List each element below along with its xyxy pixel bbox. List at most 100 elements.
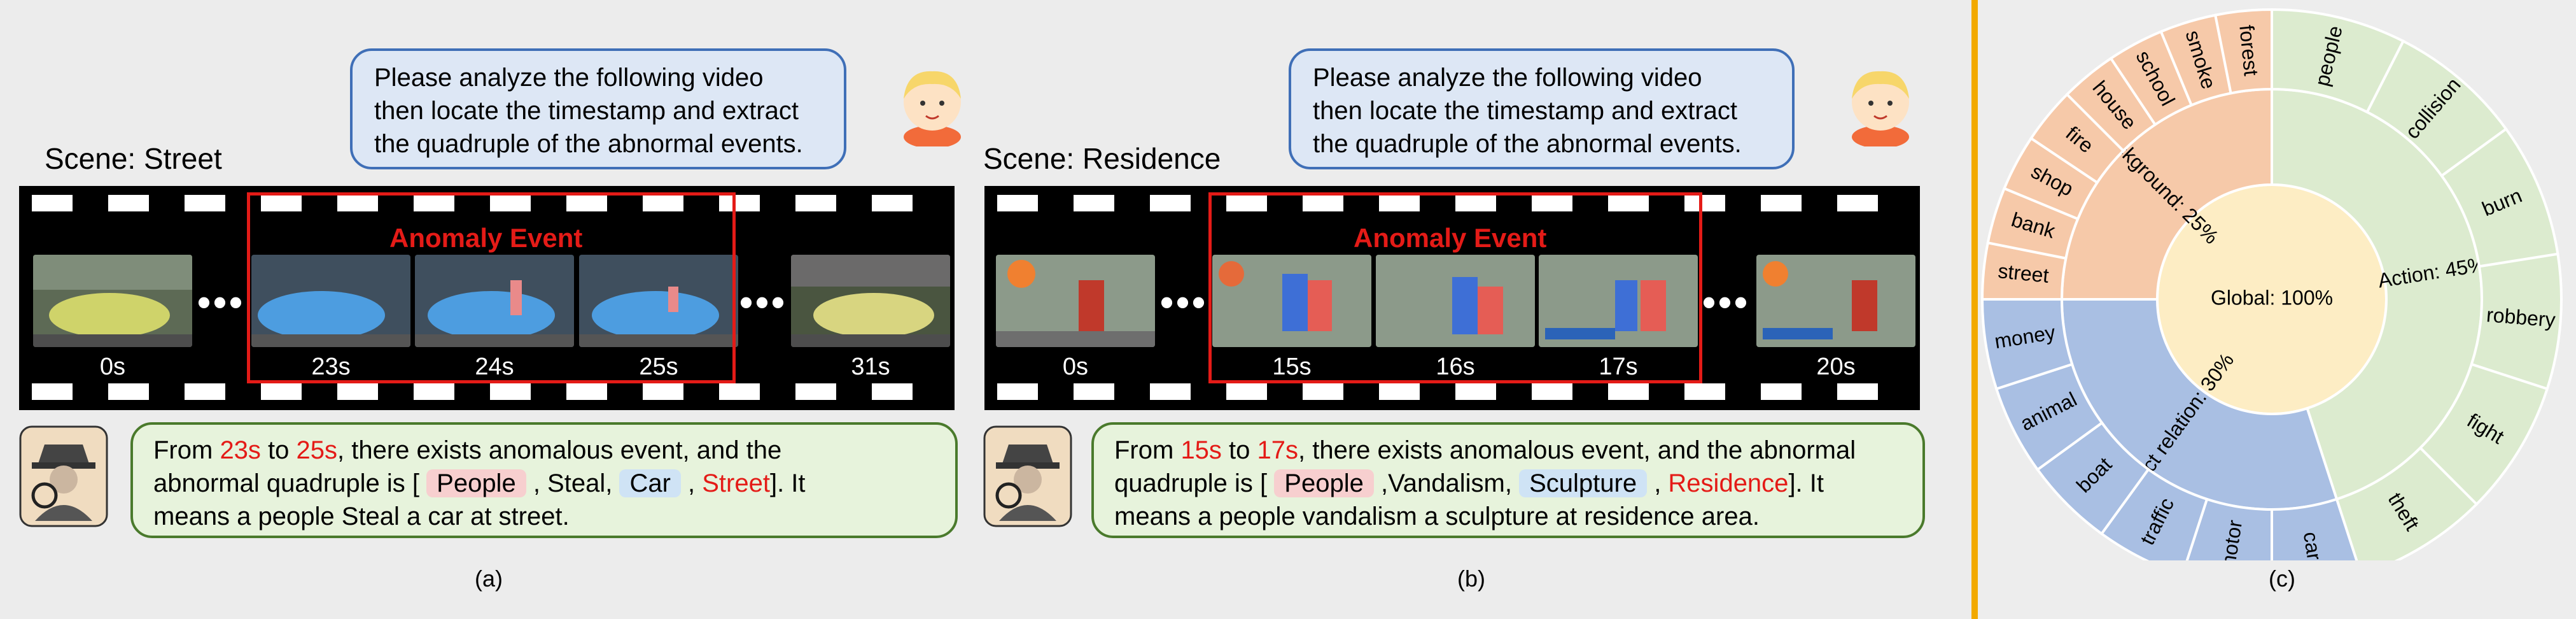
sprocket-hole xyxy=(997,195,1038,211)
sprocket-hole xyxy=(1532,195,1572,211)
answer-line-1: From 23s to 25s, there exists anomalous … xyxy=(153,434,935,467)
user-avatar-icon xyxy=(904,71,961,146)
scene-tag: Street xyxy=(702,469,770,497)
sprocket-hole xyxy=(1608,383,1649,400)
center-label: Global: 100% xyxy=(2211,286,2333,309)
caption: (c) xyxy=(2269,566,2295,592)
timestamp: 25s xyxy=(639,353,678,380)
sprocket-hole xyxy=(1150,383,1191,400)
answer-text: to xyxy=(1221,436,1257,464)
sunburst-chart: Global: 100%Action: 45%peoplecollisionbu… xyxy=(1980,8,2563,560)
video-frame xyxy=(1212,255,1371,347)
answer-text: abnormal quadruple is [ xyxy=(153,469,427,497)
query-line: the quadruple of the abnormal events. xyxy=(1313,130,1742,158)
sprocket-hole xyxy=(1532,383,1572,400)
leaf-segment xyxy=(2271,497,2358,560)
sprocket-hole xyxy=(643,383,683,400)
video-frame xyxy=(33,255,192,347)
answer-text: ]. It xyxy=(1788,469,1824,497)
sprocket-hole xyxy=(414,195,454,211)
sprocket-hole xyxy=(337,195,378,211)
timestamp: 31s xyxy=(851,353,890,380)
video-frame xyxy=(996,255,1155,347)
subject-tag: People xyxy=(426,469,526,497)
object-tag: Sculpture xyxy=(1519,469,1648,497)
sprocket-hole xyxy=(1608,195,1649,211)
answer-text: quadruple is [ xyxy=(1114,469,1275,497)
sprocket-hole xyxy=(490,195,531,211)
leaf-label: car xyxy=(2299,530,2327,560)
sprocket-hole xyxy=(1150,195,1191,211)
sprocket-hole xyxy=(719,383,760,400)
sprocket-hole xyxy=(566,383,607,400)
video-frame xyxy=(1756,255,1915,347)
leaf-segment xyxy=(2213,8,2273,95)
sprocket-hole xyxy=(1226,195,1267,211)
subject-tag: People xyxy=(1274,469,1374,497)
sprocket-hole xyxy=(1379,195,1420,211)
answer-text: , there exists anomalous event, and the xyxy=(337,436,782,464)
sprocket-hole xyxy=(185,383,225,400)
sprocket-hole xyxy=(872,195,913,211)
leaf-label: street xyxy=(1997,259,2050,287)
timestamp: 17s xyxy=(1599,353,1638,380)
sprocket-hole xyxy=(1455,383,1496,400)
video-frame xyxy=(415,255,574,347)
sprocket-hole xyxy=(1379,383,1420,400)
answer-text: ]. It xyxy=(769,469,806,497)
sprocket-hole xyxy=(1837,383,1878,400)
video-frame xyxy=(1539,255,1698,347)
sprocket-hole xyxy=(1303,195,1343,211)
sprocket-hole xyxy=(1226,383,1267,400)
sprocket-hole xyxy=(32,383,73,400)
user-avatar-icon xyxy=(1852,71,1909,146)
detective-icon xyxy=(983,425,1072,527)
scene-tag: Residence xyxy=(1668,469,1789,497)
video-frame xyxy=(791,255,950,347)
query-line: Please analyze the following video xyxy=(1313,64,1702,92)
answer-line-3: means a people Steal a car at street. xyxy=(153,502,570,530)
end-time: 25s xyxy=(296,436,338,464)
timestamp: 15s xyxy=(1272,353,1312,380)
sprocket-hole xyxy=(32,195,73,211)
query-bubble: Please analyze the following video then … xyxy=(1289,48,1795,169)
object-tag: Car xyxy=(619,469,681,497)
leaf-segment xyxy=(2185,497,2273,560)
query-line: then locate the timestamp and extract xyxy=(374,97,799,125)
timestamp: 20s xyxy=(1816,353,1856,380)
start-time: 15s xyxy=(1180,436,1222,464)
sprocket-hole xyxy=(1074,383,1114,400)
answer-text: From xyxy=(153,436,220,464)
leaf-label: robbery xyxy=(2486,303,2556,331)
sprocket-hole xyxy=(108,383,149,400)
anomaly-title: Anomaly Event xyxy=(1354,223,1547,253)
panel-divider xyxy=(1971,0,1978,619)
query-line: then locate the timestamp and extract xyxy=(1313,97,1738,125)
anomaly-title: Anomaly Event xyxy=(389,223,583,253)
sprocket-hole xyxy=(1761,383,1802,400)
timestamp: 23s xyxy=(311,353,351,380)
timestamp: 24s xyxy=(475,353,514,380)
answer-line-2: quadruple is [ People ,Vandalism, Sculpt… xyxy=(1114,467,1902,500)
sprocket-hole xyxy=(1684,195,1725,211)
sprocket-hole xyxy=(1837,195,1878,211)
query-line: the quadruple of the abnormal events. xyxy=(374,130,803,158)
timestamp: 16s xyxy=(1436,353,1475,380)
answer-text: From xyxy=(1114,436,1181,464)
sprocket-hole xyxy=(1303,383,1343,400)
scene-label: Scene: Street xyxy=(45,142,222,175)
start-time: 23s xyxy=(220,436,261,464)
answer-text: , xyxy=(680,469,703,497)
query-line: Please analyze the following video xyxy=(374,64,764,92)
answer-line-3: means a people vandalism a sculpture at … xyxy=(1114,502,1760,530)
answer-text: , there exists anomalous event, and the … xyxy=(1298,436,1856,464)
ellipsis: ••• xyxy=(1702,281,1751,324)
answer-bubble: From 23s to 25s, there exists anomalous … xyxy=(130,422,958,538)
panel-a: Please analyze the following video then … xyxy=(0,0,977,619)
sprocket-hole xyxy=(261,195,302,211)
answer-line-2: abnormal quadruple is [ People , Steal, … xyxy=(153,467,935,500)
sprocket-hole xyxy=(872,383,913,400)
answer-text: , Steal, xyxy=(526,469,620,497)
leaf-segment xyxy=(2335,446,2479,560)
sprocket-hole xyxy=(337,383,378,400)
